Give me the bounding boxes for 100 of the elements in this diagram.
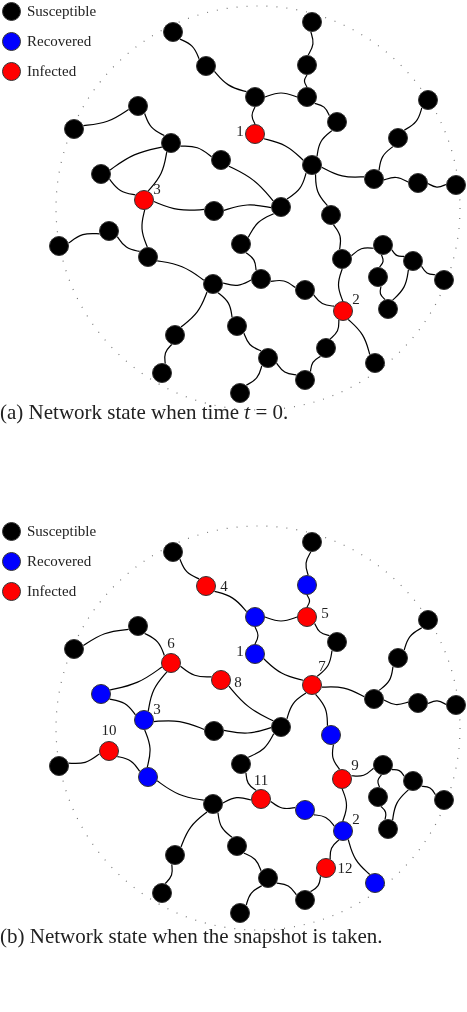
network-node-circle [138,247,158,267]
network-node-circle [388,128,408,148]
network-node-circle [258,348,278,368]
link-line [116,235,141,253]
link-line [383,699,409,706]
link-line [392,269,409,301]
legend-label: Recovered [27,33,92,50]
network-node-circle [227,836,247,856]
network-node-circle [203,274,223,294]
node-number: 3 [153,701,161,717]
link-line [314,102,330,117]
link-line [377,774,383,788]
network-node-circle [196,576,216,596]
link-line [245,885,263,906]
network-node-circle [271,717,291,737]
network-node-circle [373,235,393,255]
network-node-circle [316,858,336,878]
link-line [247,733,275,758]
network-node-circle [138,767,158,787]
network-node-circle [364,689,384,709]
network-node-circle [245,607,265,627]
network-node-circle [365,873,385,893]
link-line [313,814,335,827]
link-line [68,753,100,765]
link-line [156,780,205,801]
network-node-circle [446,695,466,715]
link-line [228,165,274,202]
link-line [147,151,168,192]
network-node-circle [161,653,181,673]
network-node-circle [434,790,454,810]
link-line [144,632,165,657]
link-line [391,249,405,257]
link-line [109,146,163,171]
network-node-circle [152,883,172,903]
caption: (b) Network state when the snapshot is taken. [0,923,384,950]
network-node-circle [152,363,172,383]
link-line [179,38,200,60]
link-line [153,720,205,731]
network-node-circle [418,610,438,630]
network-node-circle [231,234,251,254]
link-line [82,628,130,647]
link-line [309,355,322,373]
link-line [223,204,272,211]
network-node-circle [91,684,111,704]
network-node-circle [302,155,322,175]
legend-label: Recovered [27,553,92,570]
link-line [222,796,252,804]
node-number: 11 [253,772,269,788]
link-line [309,875,322,893]
link-line [331,744,341,770]
link-line [68,232,100,244]
node-number: 2 [352,291,360,307]
node-number: 1 [236,123,244,139]
network-node-circle [321,725,341,745]
link-line [108,178,137,196]
network-node-circle [368,787,388,807]
network-node-circle [128,96,148,116]
link-line [153,200,205,211]
network-node-circle [163,22,183,42]
network-node-circle [227,316,247,336]
network-node-circle [388,648,408,668]
link-line [378,254,384,268]
link-line [341,788,348,822]
network-node-circle [230,903,250,923]
network-node-circle [295,890,315,910]
link-line [116,755,141,773]
link-line [263,138,304,161]
link-line [427,182,447,188]
network-node-circle [49,756,69,776]
node-number: 6 [167,635,175,651]
network-node-circle [373,755,393,775]
link-line [420,785,437,796]
network-node-circle [99,741,119,761]
link-line [270,800,296,810]
network-node-circle [434,270,454,290]
network-node-circle [165,845,185,865]
network-node-circle [368,267,388,287]
link-line [329,319,340,340]
link-line [109,666,163,691]
link-line [347,838,371,876]
network-node-circle [251,269,271,289]
link-line [144,729,151,768]
network-node-circle [128,616,148,636]
network-node-circle [134,710,154,730]
link-line [314,622,330,637]
link-line [378,666,394,691]
node-number: 8 [234,674,242,690]
network-node-circle [91,164,111,184]
link-line [245,252,257,271]
node-number: 9 [351,757,359,773]
network-node-circle [332,249,352,269]
network-node-circle [163,542,183,562]
caption: (a) Network state when time t = 0. [0,399,290,426]
network-node-circle [297,607,317,627]
link-line [82,108,130,127]
link-line [316,130,333,157]
link-line [332,224,342,250]
link-line [164,863,173,885]
network-node-circle [251,789,271,809]
network-node-circle [211,150,231,170]
